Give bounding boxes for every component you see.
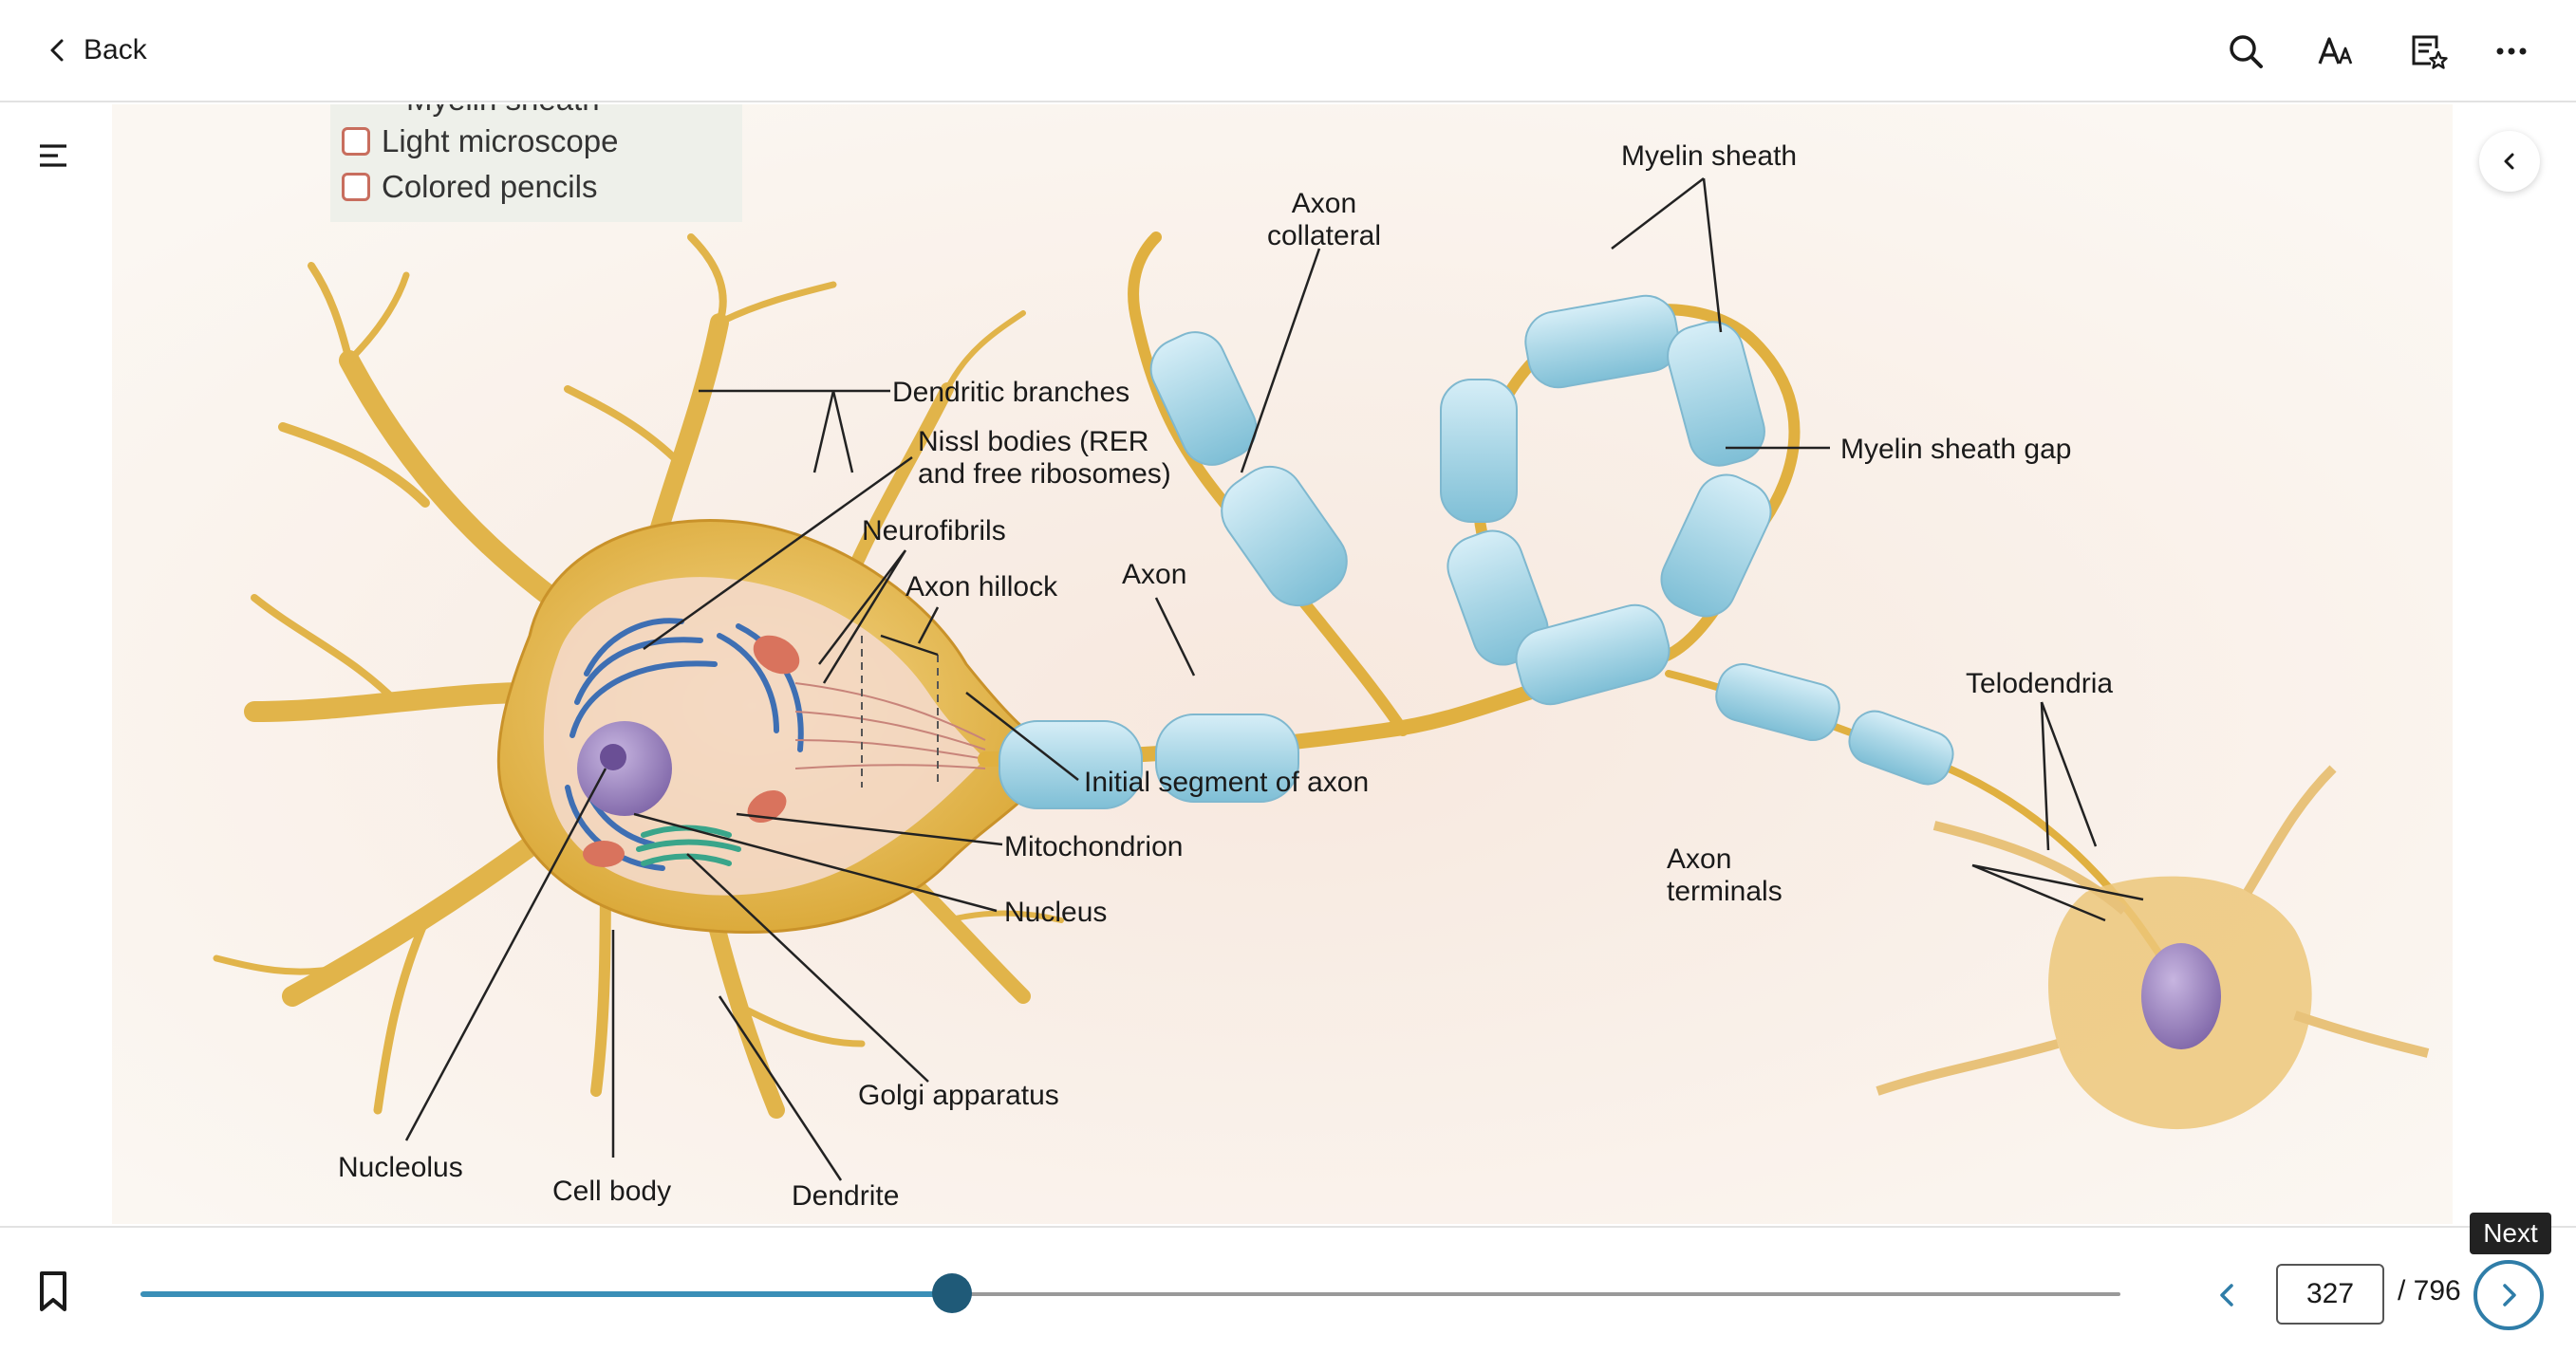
chevron-left-icon [2504, 153, 2514, 170]
back-label: Back [84, 34, 147, 65]
label-axon-collateral-line2: collateral [1267, 220, 1381, 251]
label-nissl-line1: Nissl bodies (RER [918, 426, 1148, 457]
materials-checklist: Myelin sheath Light microscope Colored p… [330, 104, 742, 222]
axon-hillock-bracket [861, 636, 939, 788]
label-nucleus: Nucleus [1004, 897, 1107, 928]
checklist-item[interactable]: Light microscope [342, 123, 618, 159]
neuron-figure: Dendritic branches Nissl bodies (RER and… [112, 104, 2453, 1224]
label-telodendria: Telodendria [1966, 668, 2113, 699]
checklist-item-label: Colored pencils [382, 169, 598, 204]
page-progress-slider[interactable] [140, 1273, 2120, 1313]
text-size-button[interactable] [2306, 21, 2367, 82]
checklist-item-label: Light microscope [382, 123, 619, 158]
collapse-panel-button[interactable] [2479, 131, 2540, 192]
search-icon [2230, 35, 2263, 68]
label-axon-terminals-line1: Axon [1667, 843, 1731, 875]
label-axon-hillock: Axon hillock [905, 571, 1058, 602]
label-mitochondrion: Mitochondrion [1004, 831, 1183, 862]
label-nucleolus: Nucleolus [338, 1152, 463, 1183]
chevron-left-icon [2220, 1284, 2233, 1307]
next-tooltip: Next [2470, 1213, 2551, 1254]
book-page: Dendritic branches Nissl bodies (RER and… [112, 104, 2453, 1224]
notes-icon [2412, 35, 2448, 69]
back-button[interactable]: Back [44, 27, 147, 74]
label-myelin-sheath-gap: Myelin sheath gap [1840, 434, 2072, 465]
page-number-input[interactable] [2276, 1264, 2384, 1325]
more-options-button[interactable] [2481, 21, 2542, 82]
top-toolbar: Back [0, 0, 2576, 102]
menu-icon [40, 144, 66, 167]
search-button[interactable] [2215, 21, 2276, 82]
label-dendrite: Dendrite [792, 1180, 899, 1212]
cytoplasm-shape [543, 577, 985, 896]
bottom-toolbar: / 796 [0, 1226, 2576, 1353]
checklist-item[interactable]: Colored pencils [342, 169, 597, 205]
nucleus-shape [577, 721, 672, 816]
page-total: / 796 [2398, 1275, 2461, 1307]
myelin-segments [999, 294, 1954, 809]
checkbox[interactable] [342, 127, 370, 156]
label-axon: Axon [1122, 559, 1186, 590]
label-neurofibrils: Neurofibrils [862, 515, 1006, 547]
next-page-button[interactable] [2473, 1260, 2544, 1330]
label-dendritic-branches: Dendritic branches [892, 377, 1129, 408]
bookmark-button[interactable] [32, 1268, 74, 1315]
label-initial-segment: Initial segment of axon [1084, 767, 1369, 798]
more-icon [2496, 47, 2527, 55]
table-of-contents-button[interactable] [30, 133, 76, 178]
notes-button[interactable] [2398, 21, 2458, 82]
label-myelin-sheath: Myelin sheath [1621, 140, 1797, 172]
text-size-icon [2318, 37, 2353, 65]
label-cell-body: Cell body [552, 1176, 671, 1207]
checklist-clipped-item: Myelin sheath [406, 104, 600, 118]
bookmark-icon [40, 1271, 66, 1311]
slider-thumb[interactable] [932, 1273, 973, 1313]
leader-lines [404, 177, 2144, 1181]
chevron-left-icon [50, 39, 64, 62]
figure-labels: Dendritic branches Nissl bodies (RER and… [338, 140, 2113, 1212]
label-axon-collateral-line1: Axon [1292, 188, 1356, 219]
chevron-right-icon [2503, 1284, 2516, 1307]
target-cell [1876, 765, 2430, 1130]
label-axon-terminals-line2: terminals [1667, 876, 1783, 907]
neurofibrils-shape [794, 682, 986, 769]
label-nissl-line2: and free ribosomes) [918, 458, 1171, 490]
checkbox[interactable] [342, 173, 370, 201]
slider-fill [140, 1291, 953, 1297]
nucleolus-shape [600, 744, 626, 770]
axon-collateral-core [1128, 232, 1409, 736]
previous-page-button[interactable] [2202, 1270, 2253, 1321]
mitochondria [583, 635, 800, 867]
label-golgi: Golgi apparatus [858, 1080, 1059, 1111]
